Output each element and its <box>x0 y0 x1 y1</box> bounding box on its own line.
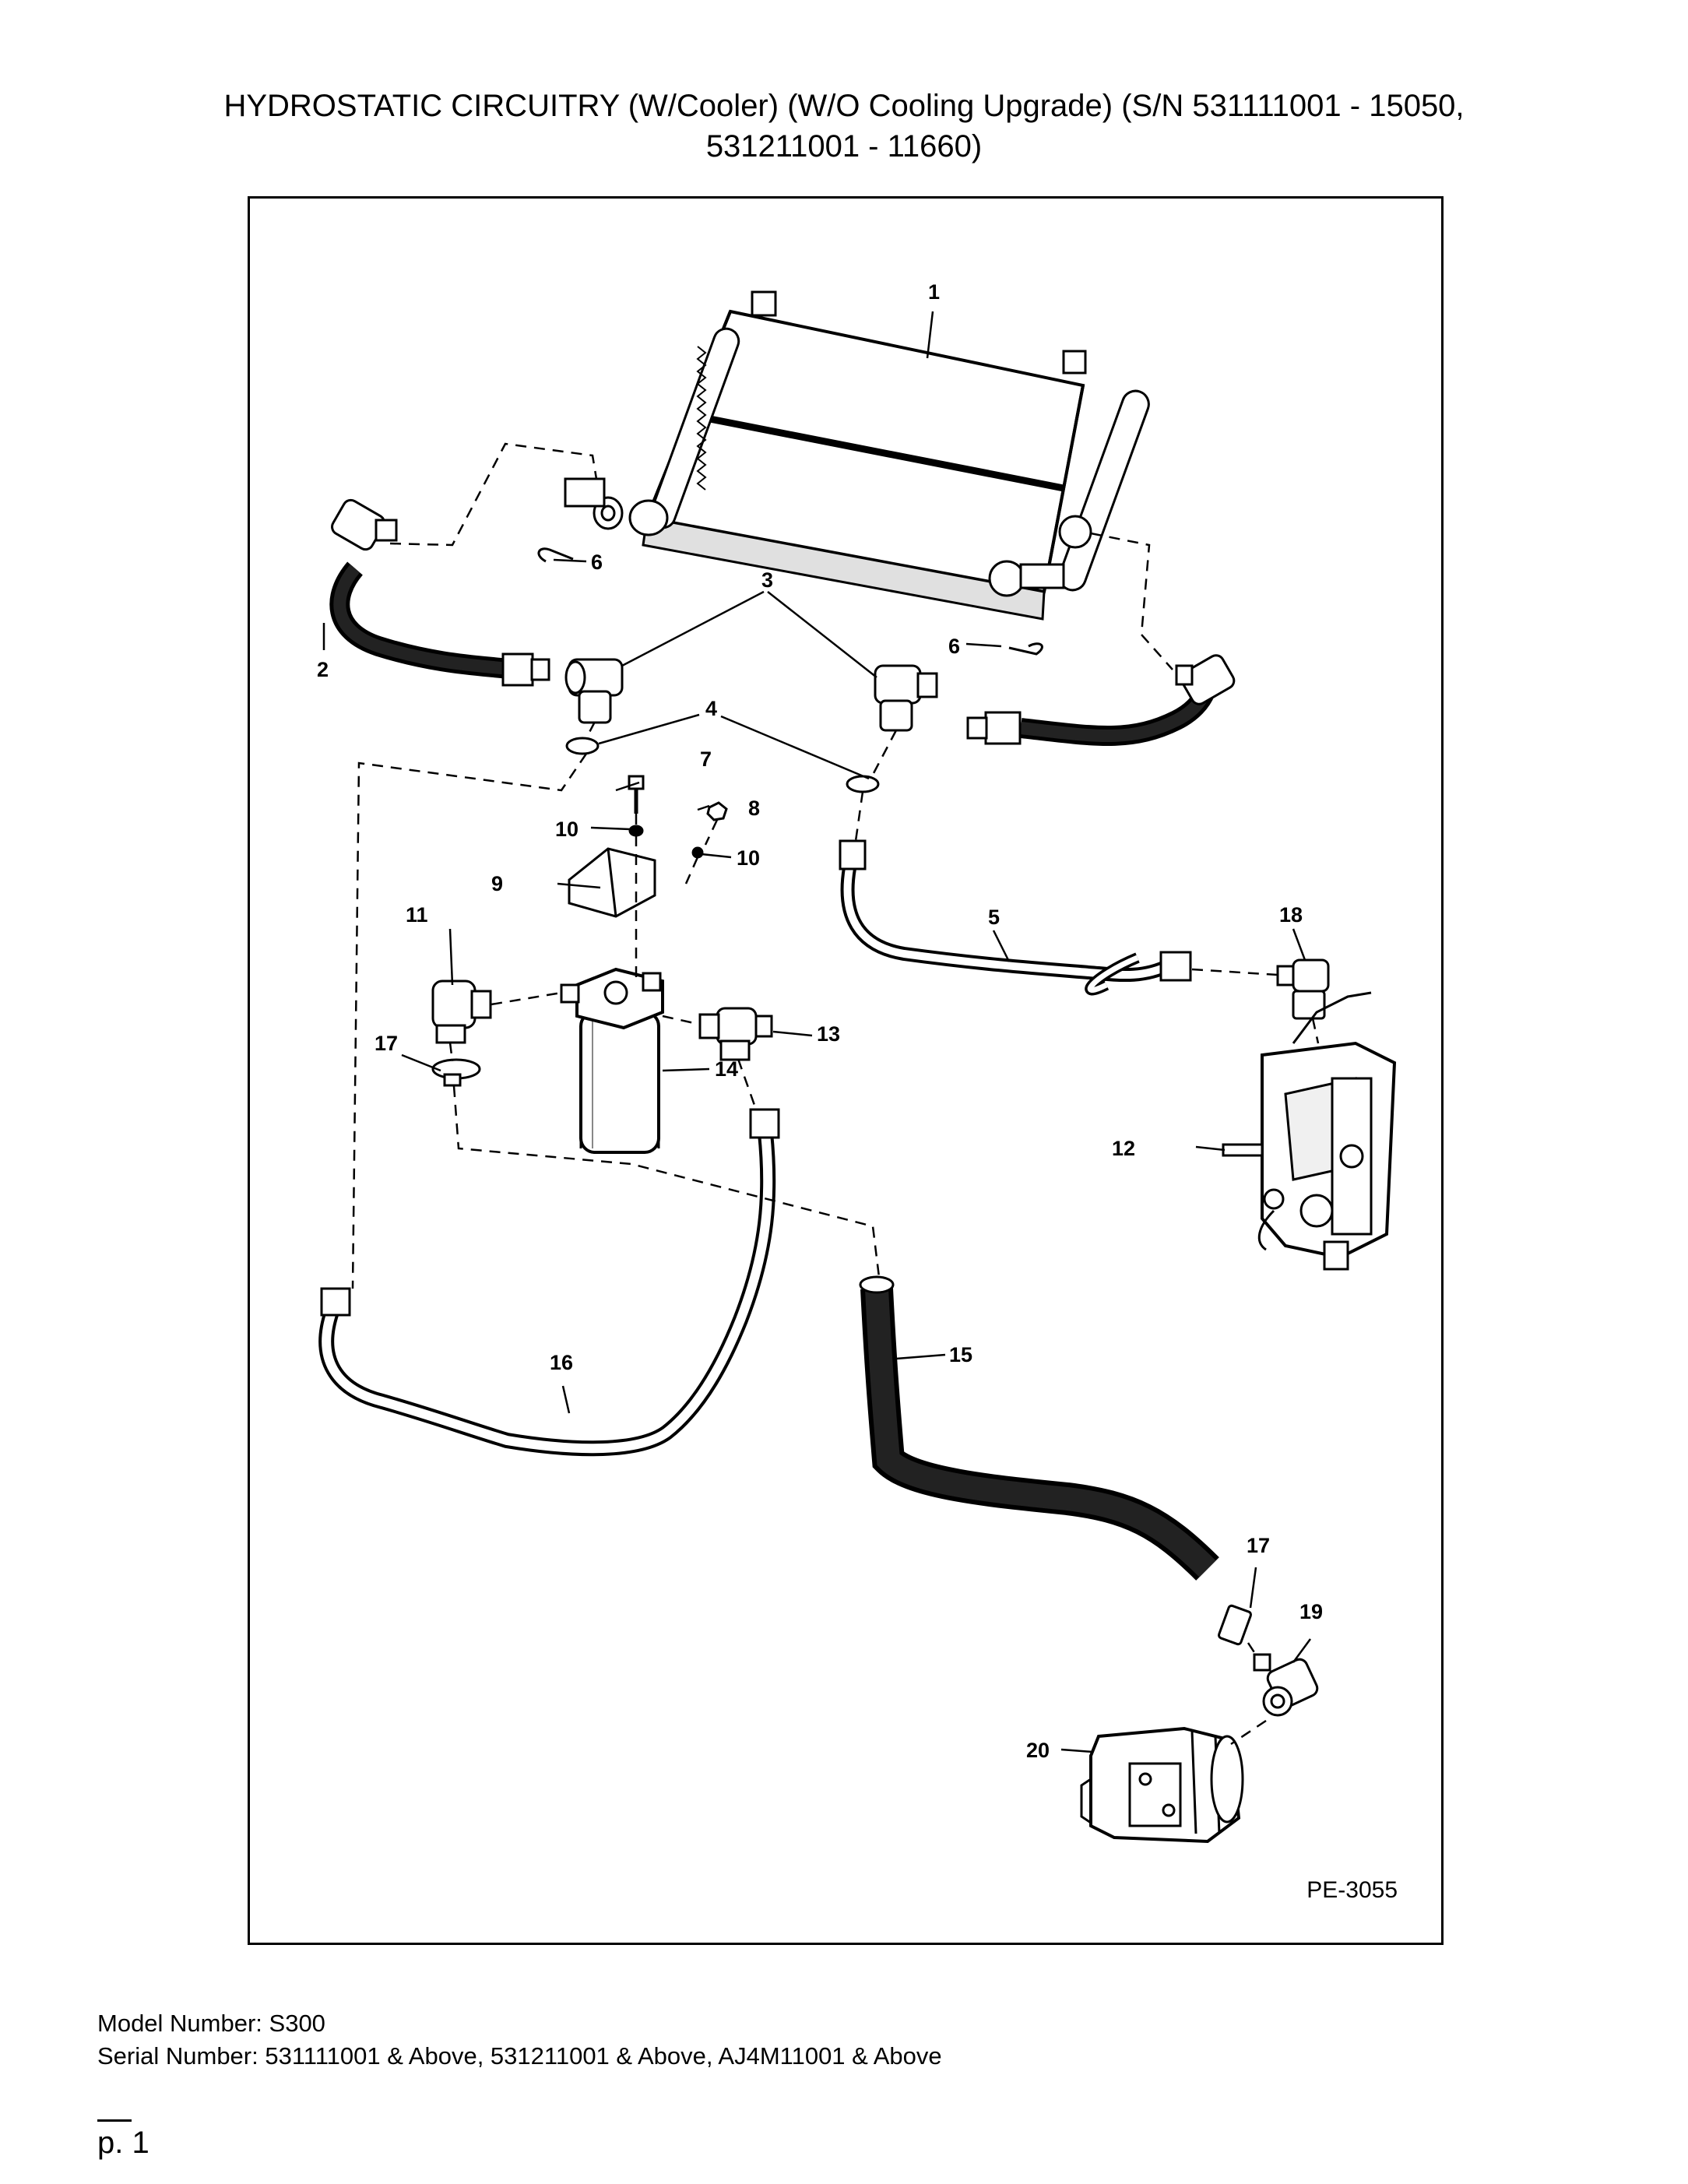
callout-17-upper: 17 <box>375 1032 399 1055</box>
diagram-frame: 1 2 3 4 5 6 6 7 8 9 10 10 11 12 13 14 15… <box>248 196 1444 1945</box>
callout-12: 12 <box>1112 1137 1136 1160</box>
tube-16-part <box>318 1108 780 1457</box>
oring-4-parts <box>565 737 880 793</box>
callout-6-upper: 6 <box>591 550 603 574</box>
page-number-rule <box>97 2119 132 2122</box>
clip-6-parts <box>537 547 1043 656</box>
pump-20-part <box>1080 1726 1244 1844</box>
filter-14-part <box>560 967 664 1154</box>
callout-17-lower: 17 <box>1247 1534 1271 1557</box>
callout-6-lower: 6 <box>948 635 961 658</box>
callout-3: 3 <box>761 568 774 592</box>
page-title-line-1: HYDROSTATIC CIRCUITRY (W/Cooler) (W/O Co… <box>223 89 1465 123</box>
elbow-3-left-part <box>564 658 624 724</box>
footer-info: Model Number: S300 Serial Number: 531111… <box>97 2007 942 2073</box>
valve-12-part <box>1222 991 1397 1271</box>
serial-number: Serial Number: 531111001 & Above, 531211… <box>97 2042 942 2070</box>
bracket-9-part <box>568 847 656 918</box>
elbow-3-right-part <box>874 664 938 732</box>
callout-13: 13 <box>817 1022 841 1046</box>
callout-10-right: 10 <box>737 846 761 870</box>
clamp-17-lower-part <box>1218 1604 1252 1646</box>
elbow-11-part <box>431 979 492 1044</box>
callout-9: 9 <box>491 872 504 895</box>
page-title: HYDROSTATIC CIRCUITRY (W/Cooler) (W/O Co… <box>0 86 1688 167</box>
callout-4: 4 <box>705 697 718 720</box>
callout-19: 19 <box>1299 1600 1324 1623</box>
callout-1: 1 <box>928 280 941 304</box>
elbow-13-part <box>698 1007 773 1061</box>
cooler-part <box>564 290 1150 621</box>
callout-14: 14 <box>715 1057 739 1081</box>
exploded-parts-diagram <box>318 290 1397 1844</box>
page-title-line-2: 531211001 - 11660) <box>705 129 983 164</box>
callout-7: 7 <box>700 747 712 771</box>
page-number: p. 1 <box>97 2126 149 2160</box>
clamp-17-upper-part <box>431 1058 481 1087</box>
callout-8: 8 <box>748 797 761 820</box>
callout-11: 11 <box>406 903 428 927</box>
leader-lines <box>322 311 1312 1753</box>
figure-code: PE-3055 <box>1306 1877 1398 1903</box>
tube-5-part <box>839 839 1192 996</box>
callout-15: 15 <box>949 1343 973 1366</box>
callout-10-left: 10 <box>555 818 579 841</box>
model-number: Model Number: S300 <box>97 2010 325 2037</box>
callout-16: 16 <box>550 1351 574 1374</box>
callout-5: 5 <box>988 906 1000 929</box>
hose-2-part <box>329 498 550 687</box>
fitting-19-part <box>1253 1653 1319 1717</box>
callout-20: 20 <box>1026 1739 1050 1762</box>
callout-2: 2 <box>317 658 329 681</box>
callout-18: 18 <box>1279 903 1303 927</box>
hose-15-part <box>859 1275 1219 1581</box>
hardware-parts <box>628 775 728 859</box>
connection-lines <box>351 442 1320 1746</box>
hose-right-part <box>966 654 1236 746</box>
